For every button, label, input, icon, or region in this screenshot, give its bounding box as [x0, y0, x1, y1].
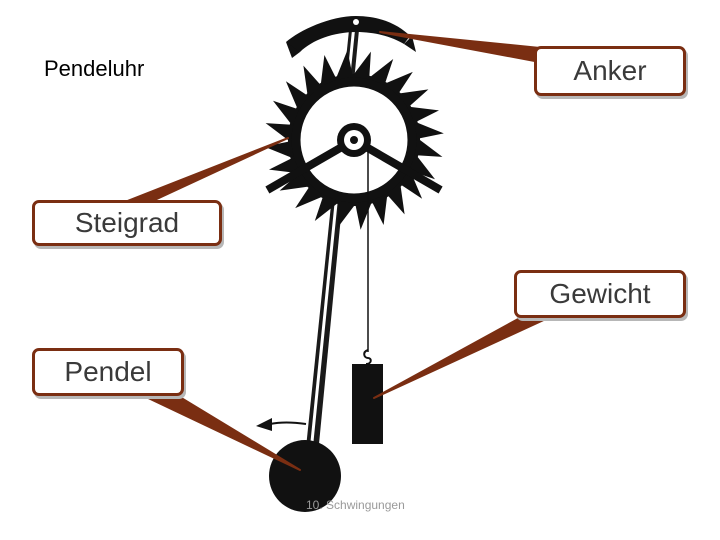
swing-arrow-icon: [256, 418, 307, 431]
label-steigrad: Steigrad: [32, 200, 222, 246]
escape-wheel: [264, 50, 444, 230]
label-gewicht: Gewicht: [514, 270, 686, 318]
page-title: Pendeluhr: [44, 56, 145, 81]
leader-lines: [119, 31, 549, 471]
weight-assembly: [352, 150, 383, 444]
pendulum-bob: [269, 440, 341, 512]
footer-text: 10. Schwingungen: [306, 498, 405, 512]
label-anker: Anker: [534, 46, 686, 96]
leader-anker: [379, 31, 541, 63]
label-pendel: Pendel: [32, 348, 184, 396]
anchor-escapement: [286, 16, 416, 58]
leader-steigrad: [119, 137, 289, 205]
leader-pendel: [143, 395, 301, 471]
leader-gewicht: [373, 317, 549, 399]
